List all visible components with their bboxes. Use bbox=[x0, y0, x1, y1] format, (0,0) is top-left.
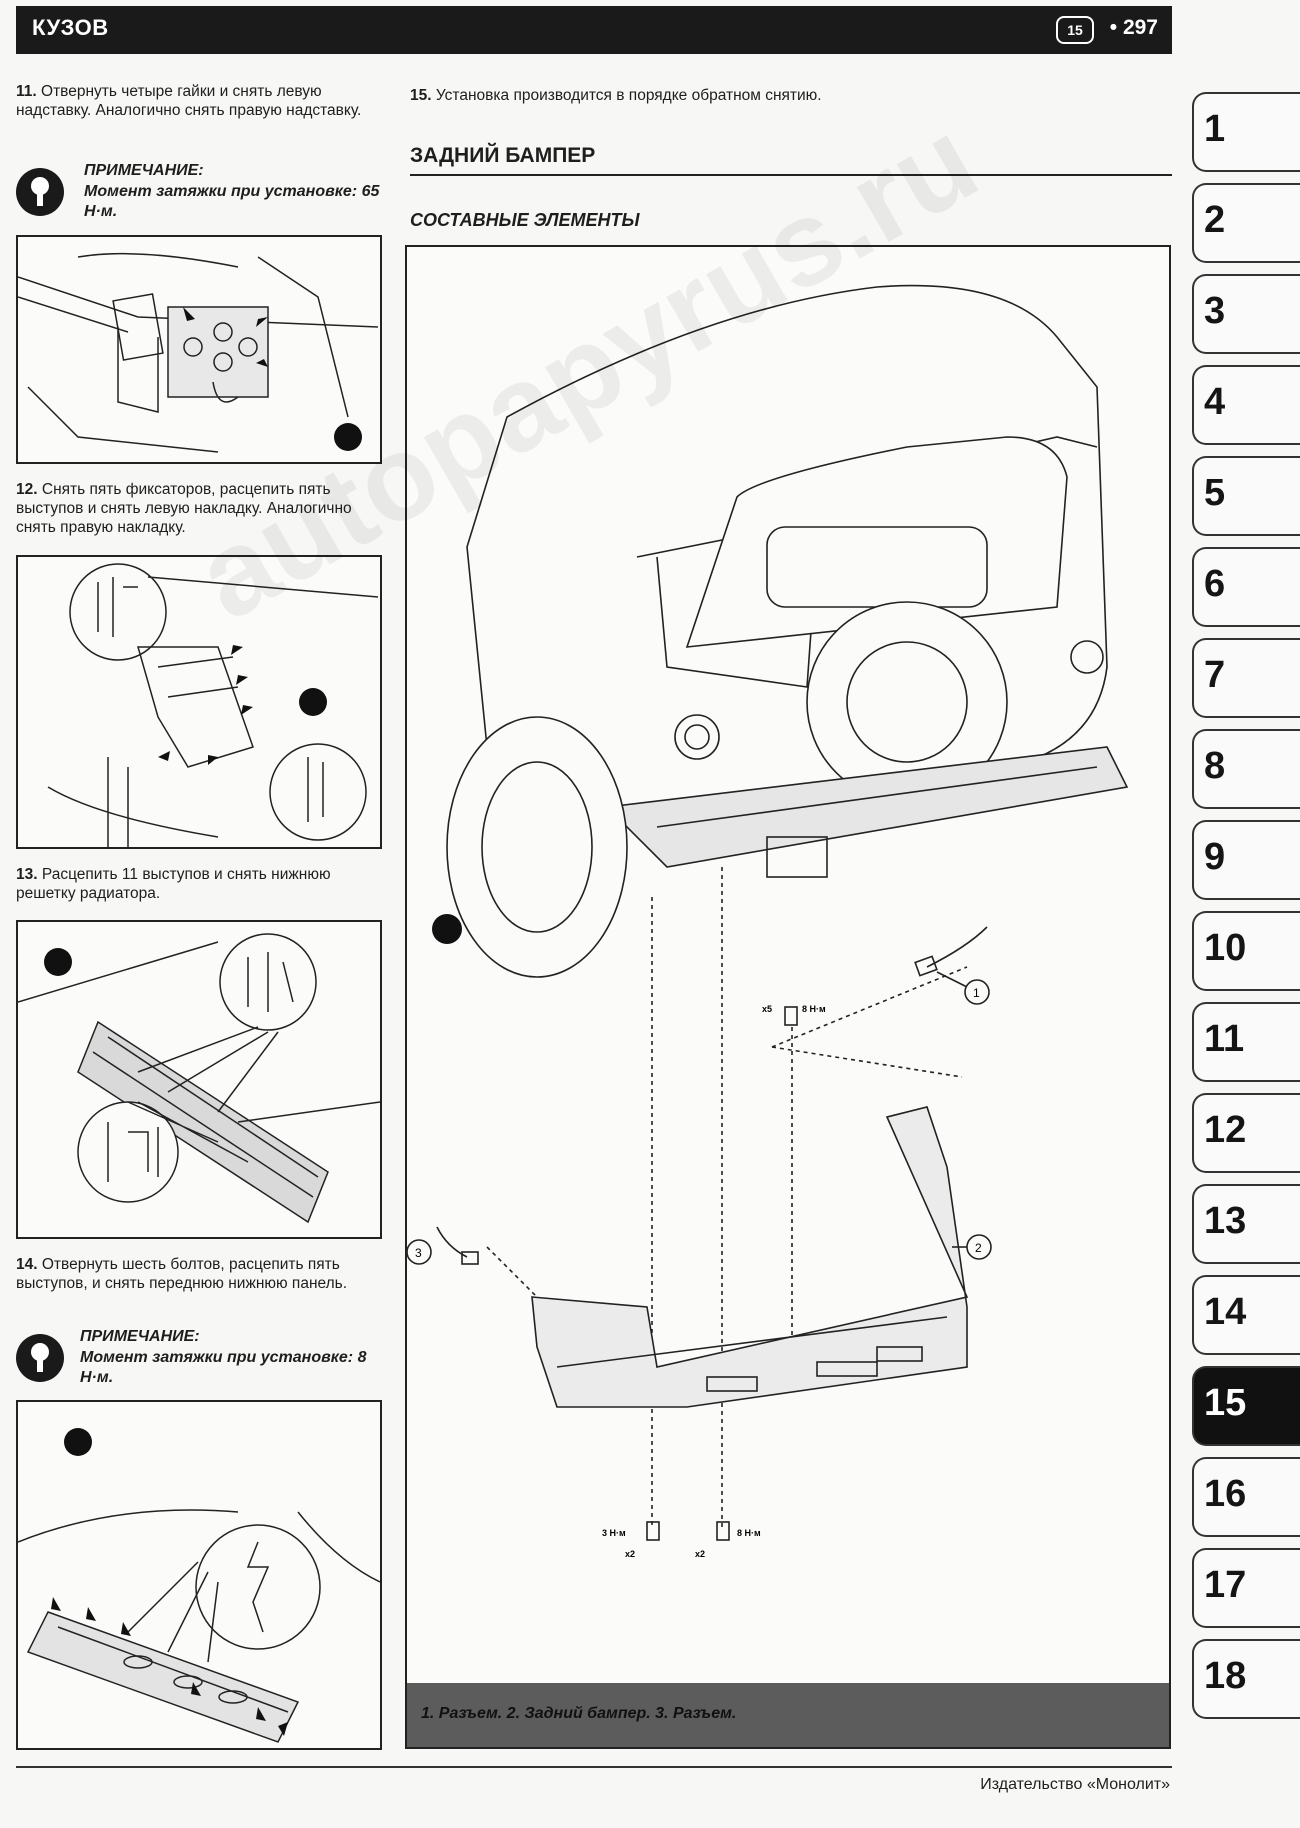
figure-radiator-grille bbox=[16, 920, 382, 1239]
note-text-2: Момент затяжки при установке: 8 Н·м. bbox=[80, 1349, 367, 1386]
figure-front-lower-panel bbox=[16, 1400, 382, 1750]
footer-rule bbox=[16, 1766, 1172, 1768]
tab-15[interactable]: 15 bbox=[1192, 1366, 1300, 1446]
bolt-top-torque: 8 Н·м bbox=[802, 1004, 826, 1014]
step-12: 12. Снять пять фиксаторов, расцепить пят… bbox=[16, 481, 352, 536]
note-title-2: ПРИМЕЧАНИЕ: bbox=[80, 1328, 200, 1345]
subheading: СОСТАВНЫЕ ЭЛЕМЕНТЫ bbox=[410, 210, 640, 230]
bolt-right-count: x2 bbox=[695, 1549, 705, 1559]
note-text-1: Момент затяжки при установке: 65 Н·м. bbox=[84, 183, 380, 220]
bolt-top-count: x5 bbox=[762, 1004, 772, 1014]
publisher: Издательство «Монолит» bbox=[980, 1776, 1170, 1793]
heading-rule bbox=[410, 174, 1172, 176]
note-title-1: ПРИМЕЧАНИЕ: bbox=[84, 162, 204, 179]
tab-7[interactable]: 7 bbox=[1192, 638, 1300, 718]
tab-9[interactable]: 9 bbox=[1192, 820, 1300, 900]
bolt-left-torque: 3 Н·м bbox=[602, 1528, 626, 1538]
chapter-tabs: 1 2 3 4 5 6 7 8 9 10 11 12 13 14 15 16 1… bbox=[1192, 92, 1300, 1732]
wrench-note-icon-2 bbox=[16, 1334, 64, 1382]
tab-17[interactable]: 17 bbox=[1192, 1548, 1300, 1628]
callout-2: 2 bbox=[975, 1241, 982, 1255]
tab-4[interactable]: 4 bbox=[1192, 365, 1300, 445]
tab-10[interactable]: 10 bbox=[1192, 911, 1300, 991]
tab-18[interactable]: 18 bbox=[1192, 1639, 1300, 1719]
section-heading: ЗАДНИЙ БАМПЕР bbox=[410, 144, 596, 167]
step-14: 14. Отвернуть шесть болтов, расцепить пя… bbox=[16, 1256, 348, 1292]
chapter-logo: 15 bbox=[1056, 16, 1094, 44]
tab-8[interactable]: 8 bbox=[1192, 729, 1300, 809]
tab-14[interactable]: 14 bbox=[1192, 1275, 1300, 1355]
tab-3[interactable]: 3 bbox=[1192, 274, 1300, 354]
section-title: КУЗОВ bbox=[32, 15, 109, 40]
step-13: 13. Расцепить 11 выступов и снять нижнюю… bbox=[16, 866, 331, 902]
tab-12[interactable]: 12 bbox=[1192, 1093, 1300, 1173]
figure-bumper-extension bbox=[16, 235, 382, 464]
tab-16[interactable]: 16 bbox=[1192, 1457, 1300, 1537]
bolt-left-count: x2 bbox=[625, 1549, 635, 1559]
page-number: • 297 bbox=[1109, 16, 1158, 39]
wrench-note-icon bbox=[16, 168, 64, 216]
tab-5[interactable]: 5 bbox=[1192, 456, 1300, 536]
callout-1: 1 bbox=[973, 986, 980, 1000]
bolt-right-torque: 8 Н·м bbox=[737, 1528, 761, 1538]
figure-caption-band: 1. Разъем. 2. Задний бампер. 3. Разъем. bbox=[407, 1683, 1169, 1747]
tab-11[interactable]: 11 bbox=[1192, 1002, 1300, 1082]
tab-6[interactable]: 6 bbox=[1192, 547, 1300, 627]
tab-2[interactable]: 2 bbox=[1192, 183, 1300, 263]
page-header: КУЗОВ 15 • 297 bbox=[16, 6, 1172, 54]
tab-1[interactable]: 1 bbox=[1192, 92, 1300, 172]
step-11: 11. Отвернуть четыре гайки и снять левую… bbox=[16, 83, 362, 119]
figure-side-trim bbox=[16, 555, 382, 849]
tab-13[interactable]: 13 bbox=[1192, 1184, 1300, 1264]
figure-caption: 1. Разъем. 2. Задний бампер. 3. Разъем. bbox=[421, 1705, 737, 1722]
callout-3: 3 bbox=[415, 1246, 422, 1260]
figure-rear-bumper-components: x5 8 Н·м 3 Н·м x2 8 Н·м x2 1 2 3 1. Разъ… bbox=[405, 245, 1171, 1749]
step-15: 15. Установка производится в порядке обр… bbox=[410, 87, 822, 104]
